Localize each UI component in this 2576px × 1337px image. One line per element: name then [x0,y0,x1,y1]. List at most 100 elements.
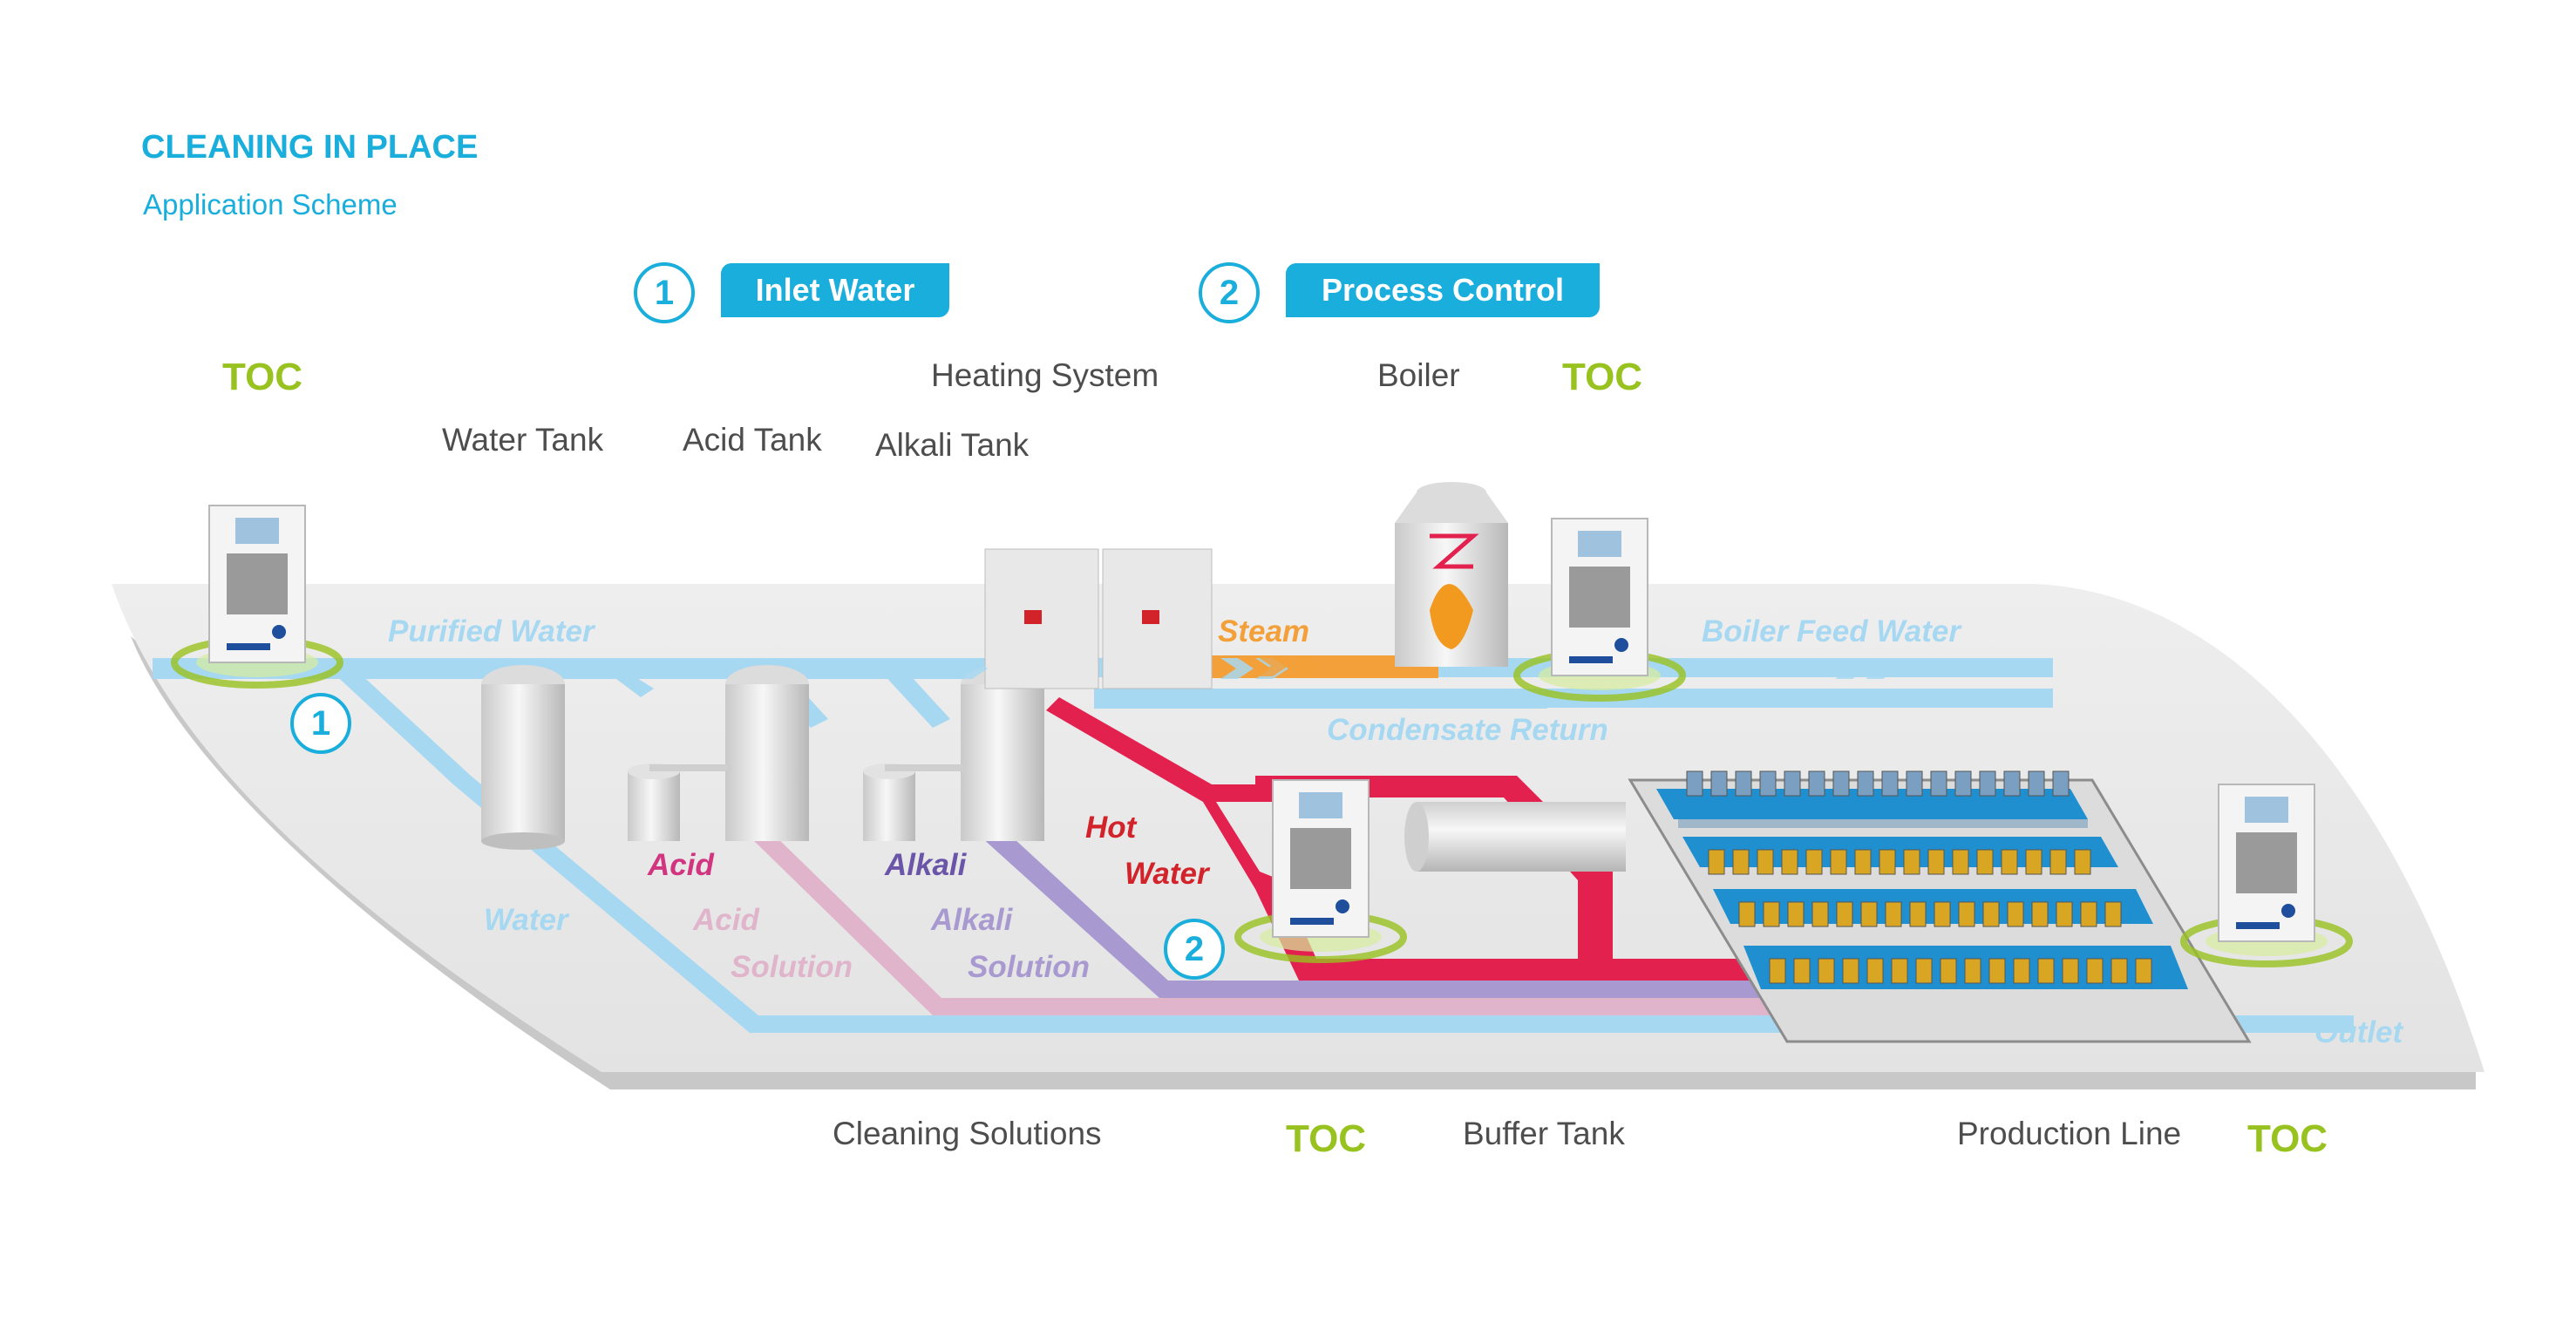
production-item [1976,849,1994,875]
production-item [1964,958,1981,984]
production-item [1732,849,1750,875]
production-item [1757,849,1774,875]
production-item [1784,770,1801,797]
toc-analyzer-unit [2180,784,2353,967]
water-tank [481,665,565,850]
flow-boiler-feed-water: Boiler Feed Water [1702,614,1961,648]
production-item [2037,958,2055,984]
production-item [1988,958,2006,984]
toc-analyzer-unit [1234,779,1407,963]
production-item [1818,958,1835,984]
production-item [2080,901,2097,927]
flow-purified-water: Purified Water [388,614,595,648]
label-acid-tank: Acid Tank [683,422,822,458]
production-item [1769,958,1786,984]
step-2-label: Process Control [1286,263,1600,317]
production-item [1787,901,1805,927]
production-item [1906,770,1923,797]
production-item [1866,958,1884,984]
boiler [1395,482,1508,667]
flow-steam: Steam [1218,614,1310,648]
flow-chevron [955,658,988,679]
label-heating-system: Heating System [931,357,1159,393]
flow-chevron [1286,655,1319,676]
production-item [1860,901,1878,927]
production-items [1686,770,2152,984]
alkali-branch [880,667,950,728]
flow-acid-solution-2: Solution [731,950,853,984]
production-item [1793,958,1811,984]
production-item [2135,958,2152,984]
production-item [1885,901,1902,927]
production-item [1808,770,1825,797]
flow-chevron [649,658,683,679]
toc-analyzer-unit [171,505,343,689]
production-item [1982,901,2000,927]
production-item [2003,770,2021,797]
production-item [2031,901,2049,927]
toc-analyzer-unit [1513,518,1686,702]
flow-hot: Hot [1085,811,1137,845]
production-item [1710,770,1728,797]
flow-chevron [680,658,713,679]
flow-water: Water [484,903,568,937]
condensate-pipe [1094,693,1547,709]
label-water-tank: Water Tank [442,422,604,458]
production-item [1934,901,1951,927]
flow-chevron [1255,655,1288,676]
acid-tank [628,665,809,841]
production-item [1958,901,1975,927]
production-item [2110,958,2128,984]
label-production-line: Production Line [1957,1116,2182,1151]
production-item [2013,958,2030,984]
step-1-badge: 1 [634,262,695,323]
production-item [1909,901,1927,927]
production-item [1952,849,1969,875]
analyzer-1-badge: 1 [290,693,351,754]
flow-condensate-return: Condensate Return [1327,713,1608,747]
flow-chevron [1835,658,1868,679]
label-alkali-tank: Alkali Tank [875,427,1030,463]
toc-label-inlet: TOC [222,356,303,398]
production-item [1763,901,1780,927]
analyzer-2-badge: 2 [1164,919,1225,980]
production-item [1881,770,1899,797]
flow-chevron [1866,658,1899,679]
production-item [2086,958,2104,984]
production-item [1738,901,1756,927]
flow-alkali-solution-1: Alkali [931,903,1013,937]
flow-acid-solution-1: Acid [693,903,759,937]
toc-label-boiler: TOC [1562,356,1643,398]
production-item [1915,958,1933,984]
production-item [2028,770,2045,797]
flow-outlet: Outlet [2314,1015,2403,1049]
production-item [2049,849,2067,875]
toc-label-hot-water: TOC [1286,1117,1367,1160]
flow-alkali: Alkali [885,848,967,882]
flow-chevron [1220,658,1254,679]
production-item [1708,849,1725,875]
production-line [1628,770,2252,1043]
production-item [2007,901,2024,927]
production-item [1857,770,1874,797]
page-title: CLEANING IN PLACE [141,129,479,166]
production-item [2001,849,2018,875]
flow-alkali-solution-2: Solution [968,950,1090,984]
flow-acid: Acid [648,848,714,882]
production-item [1759,770,1777,797]
production-item [1842,958,1859,984]
production-item [1879,849,1896,875]
label-cleaning-solutions: Cleaning Solutions [833,1116,1102,1151]
production-item [2052,770,2070,797]
heating-system [984,548,1213,689]
label-buffer-tank: Buffer Tank [1463,1116,1625,1151]
production-item [1903,849,1920,875]
flow-chevrons [649,655,1899,679]
production-item [1832,770,1850,797]
production-item [1836,901,1853,927]
flow-chevron [924,658,957,679]
toc-analyzers [171,505,2353,967]
production-item [1891,958,1908,984]
production-item [1811,901,1829,927]
